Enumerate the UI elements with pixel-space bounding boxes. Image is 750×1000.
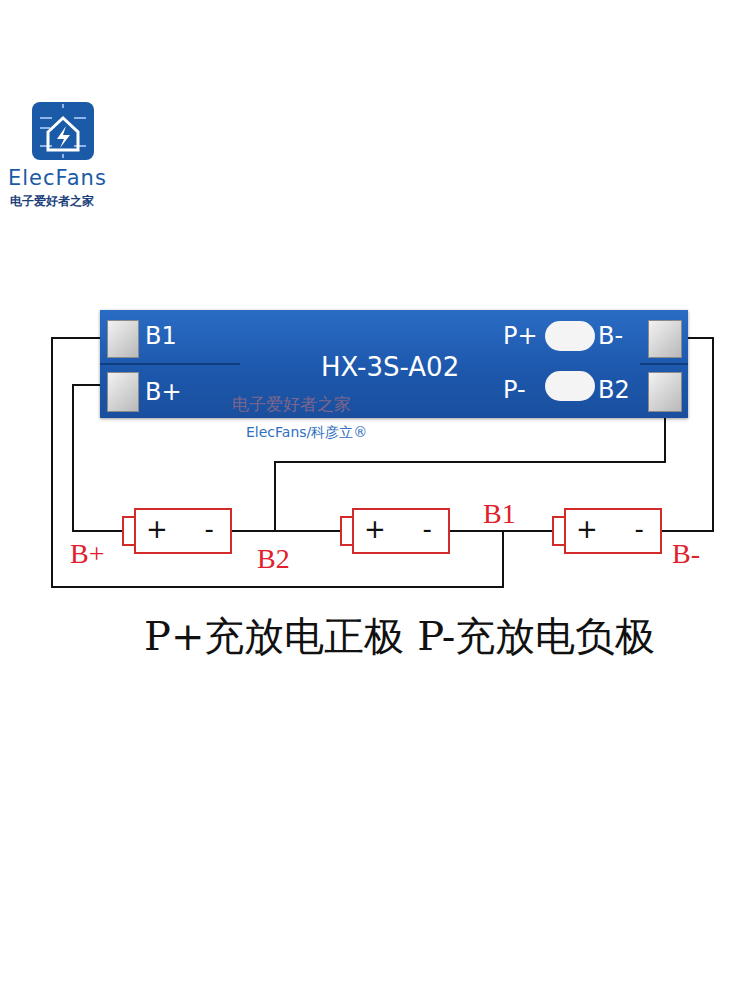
- solder-pad: [107, 320, 139, 358]
- output-pad: [545, 371, 595, 401]
- battery-cell: +-: [122, 508, 232, 554]
- wire: [232, 530, 340, 532]
- node-label: B2: [257, 545, 290, 573]
- logo-icon: [32, 102, 94, 160]
- pad-label: B1: [145, 324, 177, 348]
- caption: P+充放电正极 P-充放电负极: [144, 616, 655, 656]
- minus-sign: -: [423, 516, 432, 542]
- plus-sign: +: [576, 516, 598, 542]
- node-label: B-: [672, 540, 700, 568]
- pad-label: B2: [598, 378, 630, 402]
- board-split: [640, 363, 688, 365]
- solder-pad: [648, 372, 682, 412]
- node-label: B+: [70, 540, 104, 568]
- board-split: [100, 363, 240, 365]
- logo-name: ElecFans: [8, 168, 107, 189]
- pad-label: B-: [598, 324, 623, 348]
- pad-label: P-: [503, 378, 526, 402]
- wire: [450, 530, 552, 532]
- minus-sign: -: [205, 516, 214, 542]
- pcb-board: B1B+ HX-3S-A02 P+ B- P- B2: [100, 310, 688, 418]
- plus-sign: +: [146, 516, 168, 542]
- minus-sign: -: [635, 516, 644, 542]
- output-pad: [545, 321, 595, 351]
- solder-pad: [107, 372, 139, 412]
- logo-subtitle: 电子爱好者之家: [10, 195, 94, 207]
- node-label: B1: [483, 500, 516, 528]
- solder-pad: [648, 320, 682, 358]
- pad-label: P+: [503, 324, 538, 348]
- battery-cell: +-: [552, 508, 662, 554]
- battery-cell: +-: [340, 508, 450, 554]
- plus-sign: +: [364, 516, 386, 542]
- board-model: HX-3S-A02: [321, 354, 459, 380]
- watermark: ElecFans/科彦立®: [246, 425, 367, 439]
- pad-label: B+: [145, 380, 182, 404]
- watermark: 电子爱好者之家: [232, 396, 351, 413]
